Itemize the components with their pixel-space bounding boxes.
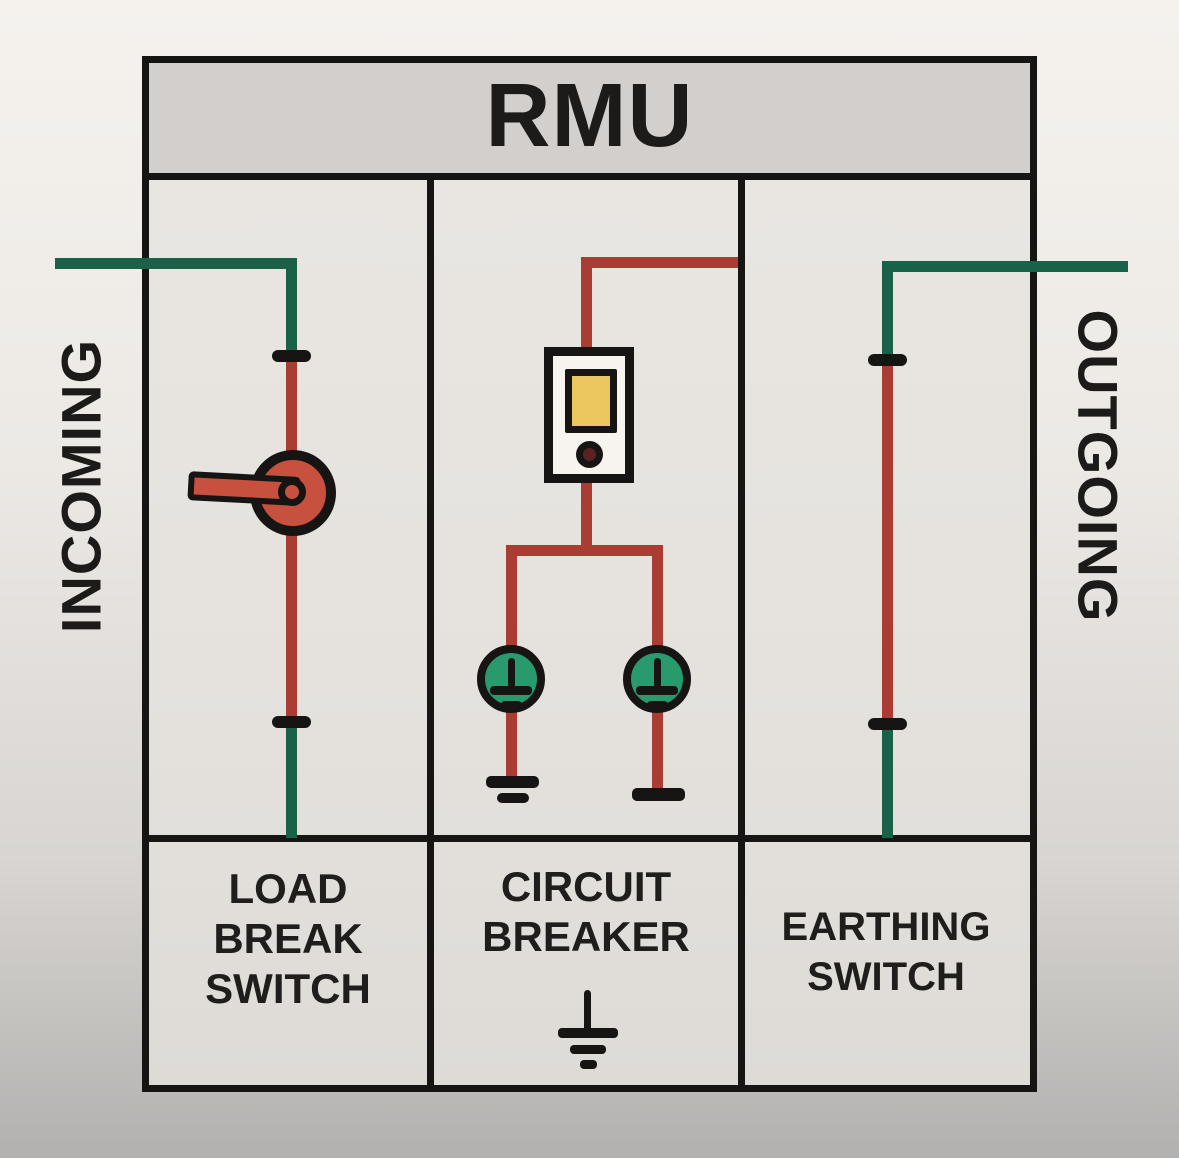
ground-bar-wide — [486, 776, 539, 788]
breaker-tee-branch-wire — [506, 545, 663, 556]
terminal-contact-icon — [272, 716, 311, 728]
breaker-dot-center — [583, 448, 596, 461]
section-label-load-break-switch: LOAD BREAK SWITCH — [156, 848, 420, 1014]
label-line: BREAK — [213, 915, 363, 962]
earth-glyph-bar-small — [647, 701, 668, 709]
incoming-green-wire-vertical — [286, 258, 297, 354]
label-line: BREAKER — [482, 913, 690, 960]
load-break-red-wire-lower — [286, 534, 297, 718]
outgoing-feeder-label: OUTGOING — [1066, 309, 1130, 623]
earthing-switch-red-wire — [882, 366, 893, 720]
right-branch-red-wire — [652, 545, 663, 647]
earth-glyph-stem — [654, 658, 661, 688]
load-break-red-wire-upper — [286, 362, 297, 454]
breaker-indicator-dot-icon — [576, 441, 603, 468]
left-branch-red-wire — [506, 545, 517, 647]
label-line: SWITCH — [205, 965, 371, 1012]
incoming-green-wire-horizontal — [55, 258, 295, 269]
outgoing-green-wire-horizontal — [882, 261, 1128, 272]
ground-symbol-icon — [584, 990, 591, 1032]
earth-glyph-stem — [508, 658, 515, 688]
label-line: CIRCUIT — [500, 863, 672, 910]
column-divider-1 — [427, 180, 434, 1085]
diagram-title: RMU — [485, 65, 694, 166]
earth-glyph-bar — [636, 686, 678, 695]
breaker-red-wire-drop — [581, 257, 592, 349]
ground-symbol-bar2 — [570, 1045, 606, 1054]
ground-bar-single — [632, 788, 685, 801]
label-line: SWITCH — [807, 955, 965, 999]
ground-symbol-bar1 — [558, 1028, 618, 1038]
earth-glyph-bar-small — [501, 701, 522, 709]
column-divider-2 — [738, 180, 745, 1085]
right-earth-red-wire — [652, 711, 663, 791]
ground-bar-narrow — [497, 793, 529, 803]
terminal-contact-icon — [868, 718, 907, 730]
section-label-circuit-breaker: CIRCUIT BREAKER — [441, 848, 731, 962]
left-earth-red-wire — [506, 711, 517, 779]
terminal-contact-icon — [272, 350, 311, 362]
breaker-red-wire-below-box — [581, 483, 592, 553]
incoming-feeder-label: INCOMING — [49, 338, 113, 634]
label-line: LOAD — [228, 865, 348, 912]
ground-symbol-bar3 — [580, 1060, 597, 1069]
breaker-red-wire-horizontal — [586, 257, 738, 268]
switch-pivot-icon — [278, 478, 306, 506]
earthing-switch-green-wire-bottom — [882, 730, 893, 838]
rmu-header-band: RMU — [149, 63, 1030, 180]
label-line: EARTHING — [781, 905, 991, 949]
label-band-divider — [149, 835, 1030, 842]
breaker-indicator-lamp-icon — [565, 369, 617, 433]
earth-glyph-bar — [490, 686, 532, 695]
outgoing-green-wire-vertical — [882, 261, 893, 357]
section-label-earthing-switch: EARTHING SWITCH — [749, 848, 1023, 1002]
terminal-contact-icon — [868, 354, 907, 366]
load-break-green-wire-bottom — [286, 728, 297, 838]
